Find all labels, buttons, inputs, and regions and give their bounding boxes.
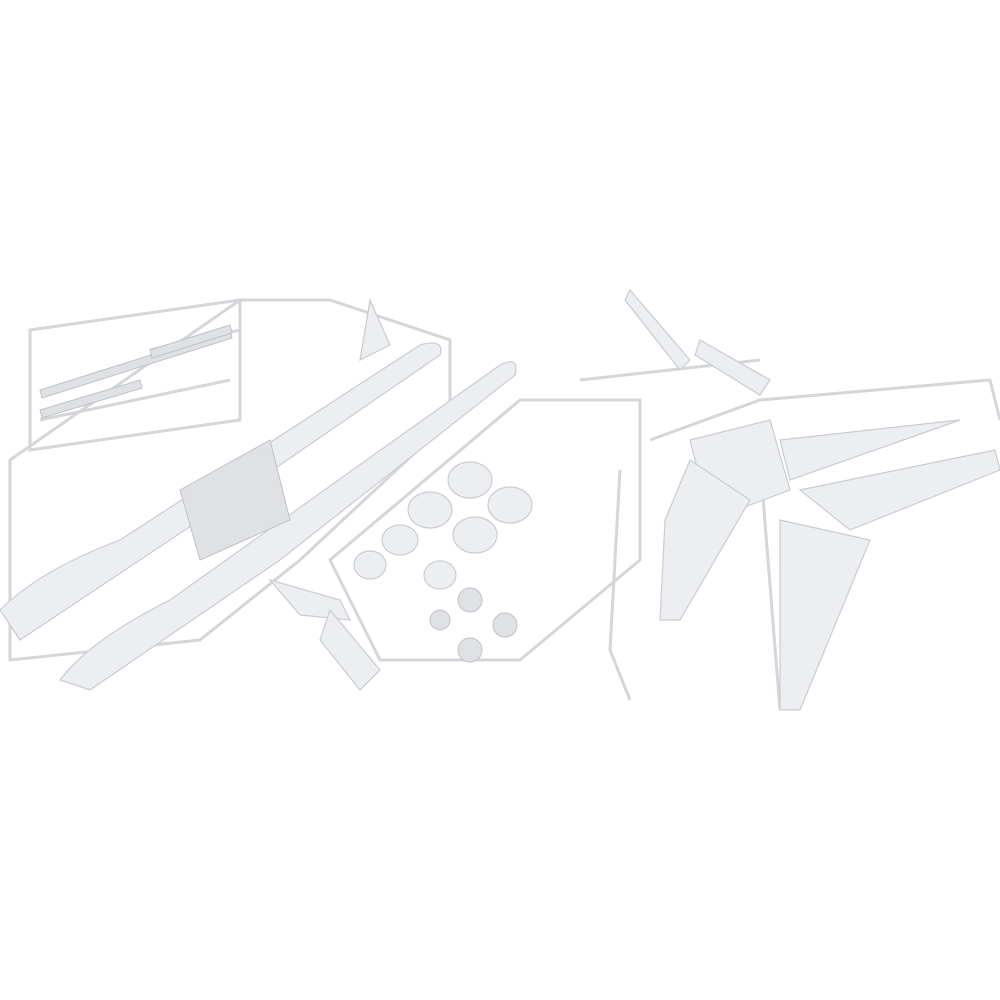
tail-stabilizer-parts [268, 578, 381, 691]
right-wing [779, 449, 1000, 711]
ladder-detail-parts [39, 324, 233, 419]
fuselage-half-lower [59, 361, 517, 691]
vertical-tail [624, 288, 771, 396]
engine-sprue [328, 398, 642, 663]
left-wing [659, 419, 961, 621]
